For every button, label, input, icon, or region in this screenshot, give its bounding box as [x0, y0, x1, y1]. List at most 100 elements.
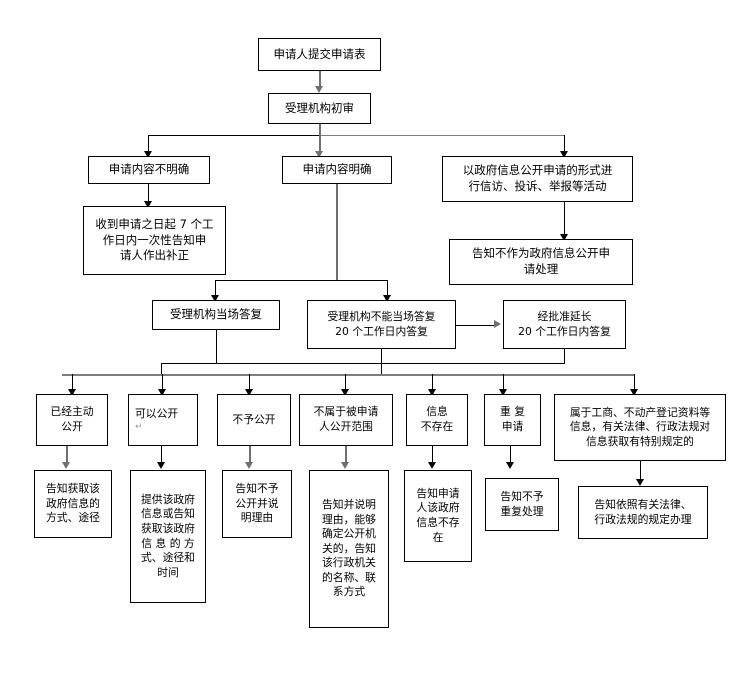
node-line: 受理机构不能当场答复 [327, 309, 436, 323]
node-line: 方式、途径 [46, 511, 100, 525]
node-out-of-scope[interactable]: 不属于被申请 人公开范围 [299, 394, 393, 446]
node-line: 收到申请之日起 7 个工 [95, 217, 214, 232]
node-line: 信息 [426, 405, 448, 419]
node-not-treated-as-disclosure[interactable]: 告知不作为政府信息公开申 请处理 [449, 239, 633, 285]
node-line: 信 息 的 方 [141, 536, 195, 550]
connector-n9-n10 [456, 325, 496, 326]
node-correction-notice[interactable]: 收到申请之日起 7 个工 作日内一次性告知申 请人作出补正 [83, 206, 226, 275]
node-special-regulation-info[interactable]: 属于工商、不动产登记资料等 信息，有关法律、行政法规对 信息获取有特别规定的 [554, 394, 726, 461]
arrow-n3-n6 [144, 201, 152, 208]
node-line: 信息，有关法律、行政法规对 [569, 420, 711, 434]
connector-n2-bar [319, 124, 321, 136]
arrow-c4-r4 [341, 462, 349, 469]
drop-to-c3 [249, 374, 250, 391]
node-line: 系方式 [332, 585, 366, 599]
distributor-bar-row2 [148, 135, 319, 136]
arrow-to-c1 [68, 389, 76, 396]
node-line: 行信访、投诉、举报等活动 [468, 179, 607, 193]
node-line: 告知并说明 [322, 498, 376, 512]
node-line: 重复处理 [500, 504, 544, 518]
node-line: 在 [432, 530, 444, 544]
node-line: 告知不作为政府信息公开申 [472, 246, 610, 261]
arrow-to-n4 [315, 151, 323, 158]
node-line: 的名称、联 [322, 570, 376, 584]
node-already-disclosed[interactable]: 已经主动 公开 [36, 394, 108, 446]
arrow-to-c2 [158, 389, 166, 396]
connector-c5-r5 [432, 446, 433, 464]
node-can-disclose[interactable]: 可以公开 ↵ [128, 394, 198, 446]
node-result-inform-competent-authority[interactable]: 告知并说明 理由，能够 确定公开机 关的，告知 该行政机关 的名称、联 系方式 [309, 470, 389, 628]
drop-to-n4 [319, 135, 321, 153]
drop-to-c1 [72, 374, 73, 391]
drop-to-c5 [432, 374, 433, 391]
node-approved-extension[interactable]: 经批准延长 20 个工作日内答复 [503, 300, 626, 349]
node-content-unclear[interactable]: 申请内容不明确 [88, 156, 210, 184]
node-line: 式、途径和 [141, 551, 195, 565]
node-duplicate-application[interactable]: 重 复 申请 [484, 394, 541, 446]
arrow-c1-r1 [62, 462, 70, 469]
node-result-provide-info[interactable]: 提供该政府 信息或告知 获取该政府 信 息 的 方 式、途径和 时间 [130, 470, 206, 603]
node-line: 理由，能够 [322, 512, 376, 526]
node-line: 告知依照有关法律、 [594, 497, 692, 511]
arrow-to-c7 [630, 389, 638, 396]
node-reply-20-days[interactable]: 受理机构不能当场答复 20 个工作日内答复 [307, 300, 456, 349]
node-initial-review[interactable]: 受理机构初审 [268, 93, 371, 124]
node-petition-form-activity[interactable]: 以政府信息公开申请的形式进 行信访、投诉、举报等活动 [442, 156, 633, 202]
node-submit-application[interactable]: 申请人提交申请表 [258, 38, 381, 71]
node-result-refuse-with-reason[interactable]: 告知不予 公开并说 明理由 [222, 470, 292, 538]
node-line: 申请内容不明确 [108, 162, 190, 177]
connector-n9-down [381, 349, 382, 375]
node-line: 公开 [61, 420, 83, 433]
arrow-c6-r6 [506, 462, 514, 469]
connector-n10-elbow [161, 363, 565, 364]
node-reply-on-site[interactable]: 受理机构当场答复 [152, 300, 280, 330]
connector-c1-r1 [66, 446, 68, 464]
node-result-inform-nonexistent[interactable]: 告知申请 人该政府 信息不存 在 [404, 470, 472, 562]
node-line: 属于工商、不动产登记资料等 [569, 405, 711, 419]
node-line: 不存在 [420, 420, 454, 433]
node-line: 该行政机关 [322, 556, 376, 570]
node-not-disclose[interactable]: 不予公开 [217, 394, 291, 446]
connector-n8-elbow-down [161, 363, 162, 375]
arrow-n5-n7 [560, 234, 568, 241]
node-line: 可以公开 [135, 406, 179, 420]
node-line: 信息获取有特别规定的 [586, 434, 694, 448]
node-line: 人该政府 [416, 501, 460, 515]
connector-n10-down [564, 349, 565, 364]
node-line: 申请内容明确 [302, 162, 372, 177]
node-line: 经批准延长 [537, 309, 592, 323]
connector-c4-r4 [345, 446, 347, 464]
node-line: 20 个工作日内答复 [335, 324, 428, 338]
node-line: 明理由 [240, 511, 274, 525]
node-info-nonexistent[interactable]: 信息 不存在 [406, 394, 468, 446]
node-line: 信息不存 [416, 516, 460, 529]
node-line: 已经主动 [50, 405, 94, 419]
node-content-clear[interactable]: 申请内容明确 [282, 156, 392, 184]
node-line: 行政法规的规定办理 [594, 512, 692, 526]
arrow-to-n8 [211, 295, 219, 302]
node-result-no-duplicate-processing[interactable]: 告知不予 重复处理 [485, 478, 559, 531]
node-line: 请处理 [523, 262, 559, 276]
node-line: 告知不予 [500, 489, 544, 503]
node-line: 请人作出补正 [120, 248, 189, 263]
connector-c2-r2 [161, 446, 162, 464]
node-line: 提供该政府 [141, 492, 195, 506]
drop-to-n8 [215, 280, 216, 297]
connector-n8-down [216, 330, 217, 364]
node-line: 获取该政府 [141, 521, 195, 535]
node-result-follow-regulations[interactable]: 告知依照有关法律、 行政法规的规定办理 [578, 486, 708, 539]
drop-to-c2 [162, 374, 163, 391]
drop-to-c4 [345, 374, 346, 391]
arrow-to-n9 [383, 295, 391, 302]
node-line: 受理机构当场答复 [170, 307, 262, 322]
arrow-n9-n10 [494, 320, 501, 328]
node-result-inform-access-method[interactable]: 告知获取该 政府信息的 方式、途径 [34, 470, 112, 538]
connector-n1-n2 [319, 71, 321, 88]
node-line: 受理机构初审 [285, 100, 354, 115]
node-line: 公开并说 [235, 496, 279, 510]
main-distributor-bar [62, 374, 635, 376]
node-line: 确定公开机 [322, 527, 376, 541]
node-line: 关的，告知 [322, 541, 376, 555]
node-line: 重 复 [499, 405, 526, 419]
node-line: 以政府信息公开申请的形式进 [462, 163, 613, 178]
